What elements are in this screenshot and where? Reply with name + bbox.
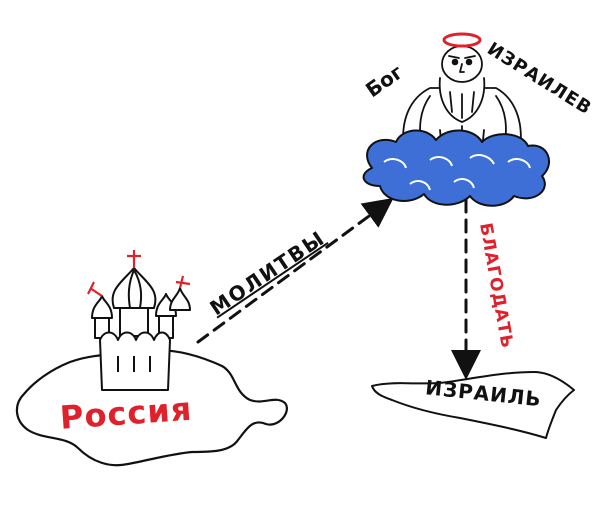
halo-icon [442,32,482,48]
prayers-label: МОЛИТВЫ [205,225,329,320]
grace-arrow: БЛАГОДАТЬ [451,198,517,380]
cross-icon [87,250,191,297]
russia-label: Россия [59,390,194,437]
israel-region: ИЗРАИЛЬ [371,371,575,439]
russia-region: Россия [15,349,288,467]
prayers-arrow-line [196,197,394,344]
grace-label: БЛАГОДАТЬ [475,221,517,350]
cloud-icon [362,129,550,207]
god-label: Бог [361,60,407,102]
prayers-arrow: МОЛИТВЫ [196,197,394,344]
orthodox-church-icon [87,250,191,391]
israel-map-shape [371,371,575,439]
russia-map-shape [15,349,288,467]
